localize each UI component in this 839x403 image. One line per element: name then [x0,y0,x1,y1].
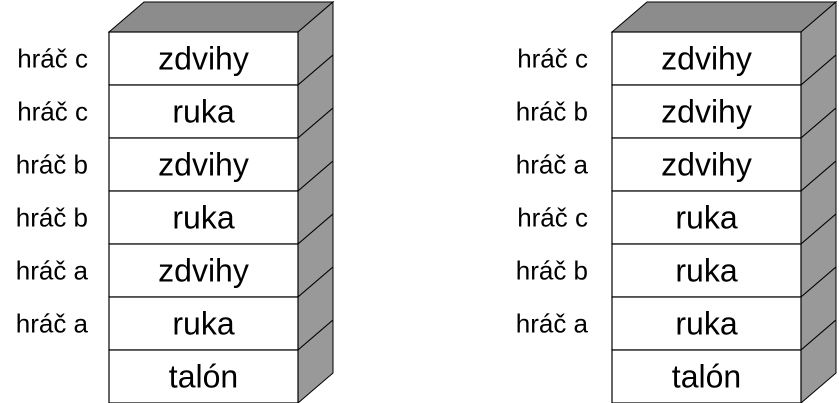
pile-label: zdvihy [661,41,752,77]
pile-label: ruka [675,200,737,236]
player-label: hráč c [17,44,88,74]
stack-cell [108,349,299,403]
pile-label: zdvihy [661,147,752,183]
pile-label: talón [169,359,238,395]
player-label: hráč a [516,309,589,339]
stack-cell [611,84,802,139]
right-stack: zdvihy hráč c zdvihy hráč b zdvihy hráč a ruka… [516,0,838,403]
pile-label: ruka [172,306,234,342]
stack-cell [611,137,802,192]
pile-label: talón [672,359,741,395]
pile-label: zdvihy [158,147,249,183]
player-label: hráč a [16,309,89,339]
pile-label: ruka [172,94,234,130]
stack-cell [108,243,299,298]
stack-cell [611,349,802,403]
player-label: hráč b [516,256,588,286]
stack-top-face [107,1,335,33]
pile-label: ruka [675,253,737,289]
stack-top-face [610,1,838,33]
stack-cell [108,84,299,139]
player-label: hráč c [17,97,88,127]
pile-label: zdvihy [661,94,752,130]
player-label: hráč c [517,203,588,233]
stack-cell [611,31,802,86]
player-label: hráč b [16,203,88,233]
player-label: hráč b [516,97,588,127]
pile-label: zdvihy [158,41,249,77]
stack-cell [108,296,299,351]
pile-label: ruka [172,200,234,236]
left-stack: zdvihy hráč c ruka hráč c zdvihy hráč b ruka hr… [16,0,335,403]
pile-label: ruka [675,306,737,342]
stack-cell [108,31,299,86]
player-label: hráč a [16,256,89,286]
stack-cell [611,190,802,245]
stack-cell [611,296,802,351]
stack-cell [108,190,299,245]
player-label: hráč b [16,150,88,180]
pile-label: zdvihy [158,253,249,289]
player-label: hráč c [517,44,588,74]
stack-cell [611,243,802,298]
player-label: hráč a [516,150,589,180]
stack-cell [108,137,299,192]
